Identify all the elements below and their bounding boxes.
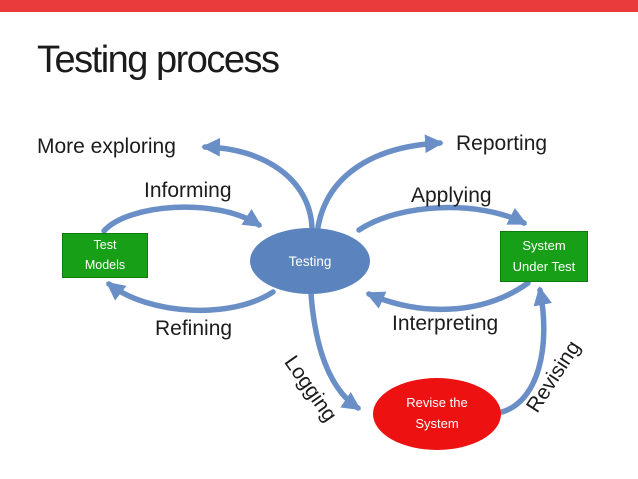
label-refining: Refining xyxy=(155,317,233,340)
label-applying: Applying xyxy=(411,184,492,207)
top-accent-bar xyxy=(0,0,638,12)
node-sut-line2: Under Test xyxy=(512,258,576,274)
node-revise-line2: System xyxy=(415,416,459,431)
arrow-refining xyxy=(106,281,276,314)
node-sut-line1: System xyxy=(522,238,566,254)
node-revise-line1: Revise the xyxy=(406,395,468,411)
arrow-to-reporting xyxy=(315,134,444,230)
node-test-models: Test Models xyxy=(62,233,148,278)
node-testing: Testing xyxy=(250,228,370,294)
node-test-models-line2: Models xyxy=(84,257,126,272)
slide-title: Testing process xyxy=(37,39,280,81)
label-reporting: Reporting xyxy=(456,132,548,155)
label-informing: Informing xyxy=(144,179,232,202)
arrow-informing xyxy=(101,204,263,234)
label-more-exploring: More exploring xyxy=(37,135,176,158)
node-test-models-line1: Test xyxy=(93,238,117,253)
arrow-interpreting xyxy=(365,280,531,313)
node-testing-label: Testing xyxy=(288,253,332,269)
arrow-to-more-exploring xyxy=(201,137,315,231)
node-revise-the-system: Revise the System xyxy=(373,378,501,450)
label-interpreting: Interpreting xyxy=(392,312,499,335)
arrow-revising xyxy=(499,286,552,415)
arrow-logging xyxy=(308,291,362,411)
arrow-applying xyxy=(356,204,528,233)
node-system-under-test: System Under Test xyxy=(500,231,588,282)
